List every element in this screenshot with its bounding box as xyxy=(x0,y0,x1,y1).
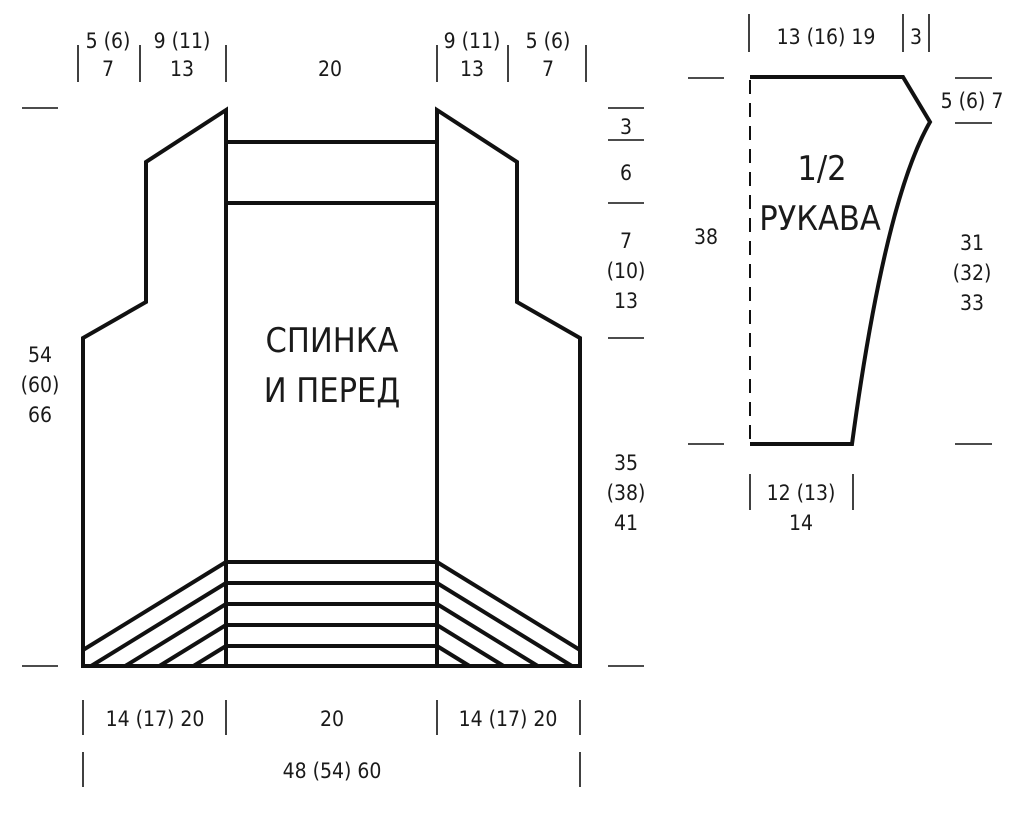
dim-left-shoulder-b: 7 xyxy=(102,57,114,81)
sleeve-dimensions: 13 (16) 19 3 38 5 (6) 7 31 (32) 33 12 (1… xyxy=(688,14,1003,535)
dim-right-shoulder-a: 5 (6) xyxy=(526,29,571,53)
dim-right-neck-b: 13 xyxy=(460,57,484,81)
dim-sleeve-cap: 5 (6) 7 xyxy=(941,89,1004,113)
dim-sleeve-length: 38 xyxy=(694,225,718,249)
dim-sleeve-bottom-a: 12 (13) xyxy=(767,481,836,505)
dim-armhole-b: (10) xyxy=(607,259,646,283)
dim-right-shoulder-b: 7 xyxy=(542,57,554,81)
dim-left-neck-a: 9 (11) xyxy=(154,29,211,53)
dim-bottom-right: 14 (17) 20 xyxy=(459,707,558,731)
dim-bottom-center: 20 xyxy=(320,707,344,731)
dim-armhole-c: 13 xyxy=(614,289,638,313)
dim-left-neck-b: 13 xyxy=(170,57,194,81)
dim-body-b: (38) xyxy=(607,481,646,505)
dim-sleeve-right-c: 33 xyxy=(960,291,984,315)
dim-height-c: 66 xyxy=(28,403,52,427)
vest-left-panel-outline xyxy=(81,106,228,668)
dim-right-neck-a: 9 (11) xyxy=(444,29,501,53)
dim-height-b: (60) xyxy=(21,373,60,397)
dim-sleeve-right-a: 31 xyxy=(960,231,984,255)
vest-left-dimensions: 54 (60) 66 xyxy=(21,107,60,667)
dim-sleeve-top-extra: 3 xyxy=(910,25,922,49)
dim-body-c: 41 xyxy=(614,511,638,535)
dim-sleeve-bottom-b: 14 xyxy=(789,511,813,535)
vest-right-panel-outline xyxy=(435,106,582,668)
dim-bottom-left: 14 (17) 20 xyxy=(106,707,205,731)
dim-bottom-total: 48 (54) 60 xyxy=(283,759,382,783)
hem-band-diagonal-left xyxy=(81,560,228,652)
dim-collar: 6 xyxy=(620,161,632,185)
dim-sleeve-top-width: 13 (16) 19 xyxy=(777,25,876,49)
hem-band-diagonal-left xyxy=(90,581,228,668)
hem-band-diagonal-left xyxy=(192,644,228,668)
dim-center-top: 20 xyxy=(318,57,342,81)
vest-right-dimensions: 3 6 7 (10) 13 35 (38) 41 xyxy=(607,107,646,667)
hem-band-diagonal-right xyxy=(435,581,573,668)
vest-label-line2: И ПЕРЕД xyxy=(264,371,401,411)
dim-height-a: 54 xyxy=(28,343,52,367)
vest-collar-band xyxy=(224,140,439,205)
hem-band-diagonal-left xyxy=(158,623,228,668)
dim-body-a: 35 xyxy=(614,451,638,475)
hem-band-diagonal-left xyxy=(124,602,228,668)
dim-band: 3 xyxy=(620,115,632,139)
hem-band-diagonal-right xyxy=(435,602,539,668)
dim-left-shoulder-a: 5 (6) xyxy=(86,29,131,53)
dim-sleeve-right-b: (32) xyxy=(953,261,992,285)
vest-bottom-dimensions: 14 (17) 20 20 14 (17) 20 48 (54) 60 xyxy=(82,700,581,787)
sleeve-label-line1: 1/2 xyxy=(797,149,846,189)
sleeve-outline xyxy=(750,75,933,446)
vest-hem-bands xyxy=(81,560,582,668)
vest-top-dimensions: 5 (6) 7 9 (11) 13 20 9 (11) 13 5 (6) 7 xyxy=(77,29,587,82)
hem-band-diagonal-right xyxy=(435,644,471,668)
vest-label-line1: СПИНКА xyxy=(266,321,399,361)
hem-band-diagonal-right xyxy=(435,623,505,668)
dim-armhole-a: 7 xyxy=(620,229,632,253)
sleeve-label-line2: РУКАВА xyxy=(759,199,881,239)
hem-band-diagonal-right xyxy=(435,560,582,652)
